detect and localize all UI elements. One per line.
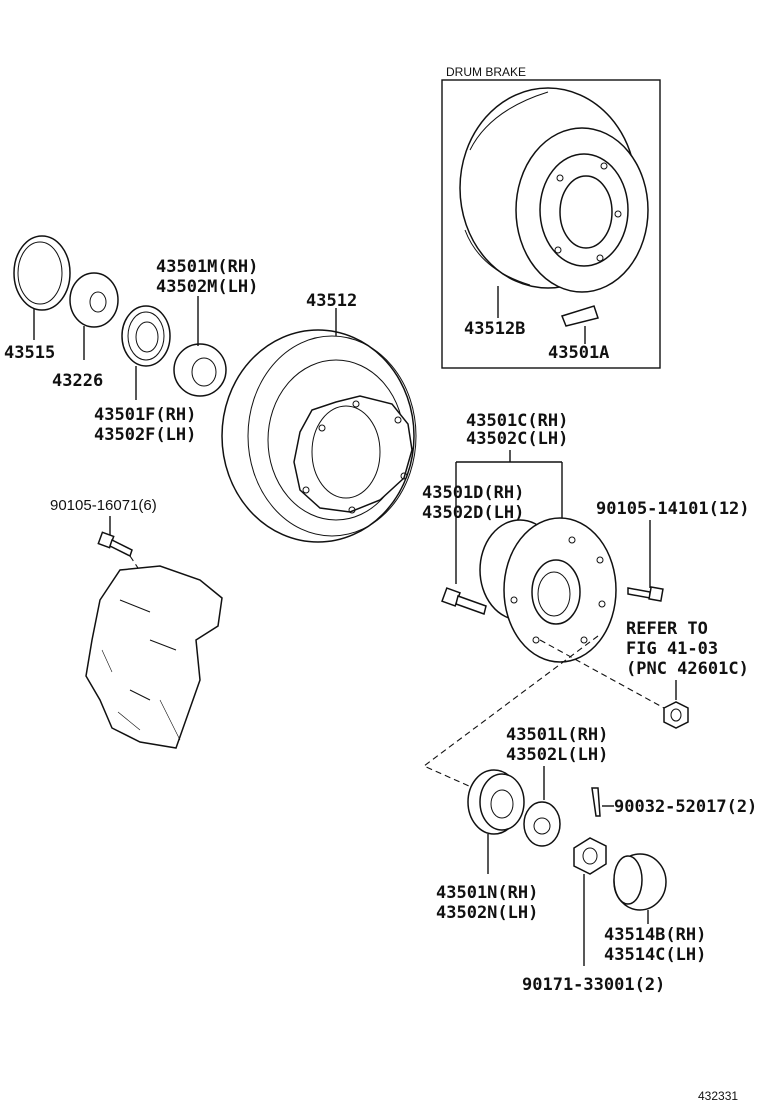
- label-refer-fig: FIG 41-03: [626, 639, 718, 659]
- brake-disc-43512: [221, 329, 417, 543]
- hub-leader-bracket: [455, 450, 563, 584]
- castle-nut-90171-33001: [573, 837, 607, 875]
- label-refer-pnc: (PNC 42601C): [626, 659, 749, 679]
- hub-bolt-43501d: [441, 587, 487, 615]
- steering-knuckle: [85, 565, 223, 749]
- bearing-43501m: [173, 343, 227, 397]
- label-43501a: 43501A: [548, 343, 609, 363]
- drum-plug-part: [561, 305, 599, 327]
- bolt-90105-14101: [627, 586, 664, 602]
- label-43514b: 43514B(RH): [604, 925, 706, 945]
- label-43515: 43515: [4, 343, 55, 363]
- label-90105-16071: 90105-16071(6): [50, 497, 157, 514]
- label-43502n: 43502N(LH): [436, 903, 538, 923]
- label-90032-52017: 90032-52017(2): [614, 797, 757, 817]
- label-43502l: 43502L(LH): [506, 745, 608, 765]
- label-refer-to: REFER TO: [626, 619, 708, 639]
- spacer-43226: [69, 272, 119, 328]
- figure-id: 432331: [698, 1089, 738, 1103]
- label-43501m: 43501M(RH): [156, 257, 258, 277]
- label-43512b: 43512B: [464, 319, 525, 339]
- label-43512: 43512: [306, 291, 357, 311]
- label-43501d: 43501D(RH): [422, 483, 524, 503]
- bearing-43501f: [121, 305, 171, 367]
- label-43226: 43226: [52, 371, 103, 391]
- label-43501l: 43501L(RH): [506, 725, 608, 745]
- bolt-90105-16071: [97, 531, 133, 558]
- assembly-guide-line: [422, 635, 599, 791]
- label-43501f: 43501F(RH): [94, 405, 196, 425]
- hub-nut: [663, 701, 689, 729]
- label-43501n: 43501N(RH): [436, 883, 538, 903]
- label-43502m: 43502M(LH): [156, 277, 258, 297]
- oil-seal-43515: [13, 235, 71, 311]
- label-43502f: 43502F(LH): [94, 425, 196, 445]
- label-43502c: 43502C(LH): [466, 429, 568, 449]
- washer-43501l: [523, 801, 561, 847]
- label-43501c: 43501C(RH): [466, 411, 568, 431]
- cotter-pin-90032-52017: [591, 787, 601, 817]
- label-43502d: 43502D(LH): [422, 503, 524, 523]
- label-90171-33001: 90171-33001(2): [522, 975, 665, 995]
- label-43514c: 43514C(LH): [604, 945, 706, 965]
- brake-drum-part: [459, 87, 649, 293]
- axle-hub-43501c: [479, 517, 617, 663]
- inset-title: DRUM BRAKE: [446, 65, 526, 79]
- drum-brake-inset: DRUM BRAKE 43512B 43501A: [441, 65, 661, 369]
- bearing-43501n: [467, 769, 525, 835]
- label-90105-14101: 90105-14101(12): [596, 499, 750, 519]
- grease-cap-43514b: [613, 853, 667, 911]
